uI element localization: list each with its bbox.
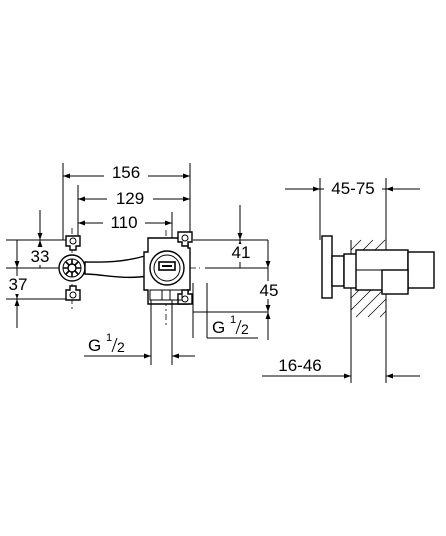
front-view: 156 129 110 33 37 41 45 bbox=[4, 163, 284, 365]
dimension-156: 156 bbox=[112, 163, 140, 182]
connecting-pipe bbox=[84, 255, 148, 279]
dimension-33: 33 bbox=[31, 247, 50, 266]
thread-left-fraction-bar bbox=[111, 337, 118, 353]
side-mounting-body bbox=[321, 235, 435, 299]
dimension-129: 129 bbox=[116, 189, 144, 208]
dimension-37: 37 bbox=[9, 275, 28, 294]
thread-right-fraction-bar bbox=[235, 319, 242, 335]
thread-right-denominator: 2 bbox=[241, 321, 249, 337]
left-mounting-plate bbox=[58, 235, 86, 301]
dimension-wall-range: 16-46 bbox=[278, 356, 321, 375]
dimension-depth-range: 45-75 bbox=[331, 179, 374, 198]
thread-right-label: G bbox=[212, 318, 225, 337]
thread-left-denominator: 2 bbox=[117, 339, 125, 355]
side-view: 45-75 16-46 bbox=[262, 178, 435, 383]
thread-left-numerator: 1 bbox=[106, 332, 112, 344]
thread-left-label: G bbox=[88, 336, 101, 355]
dimension-45: 45 bbox=[260, 281, 279, 300]
dimension-110: 110 bbox=[110, 213, 137, 232]
dimension-41: 41 bbox=[232, 243, 251, 262]
right-valve-body bbox=[143, 231, 193, 305]
thread-right-numerator: 1 bbox=[230, 314, 236, 326]
